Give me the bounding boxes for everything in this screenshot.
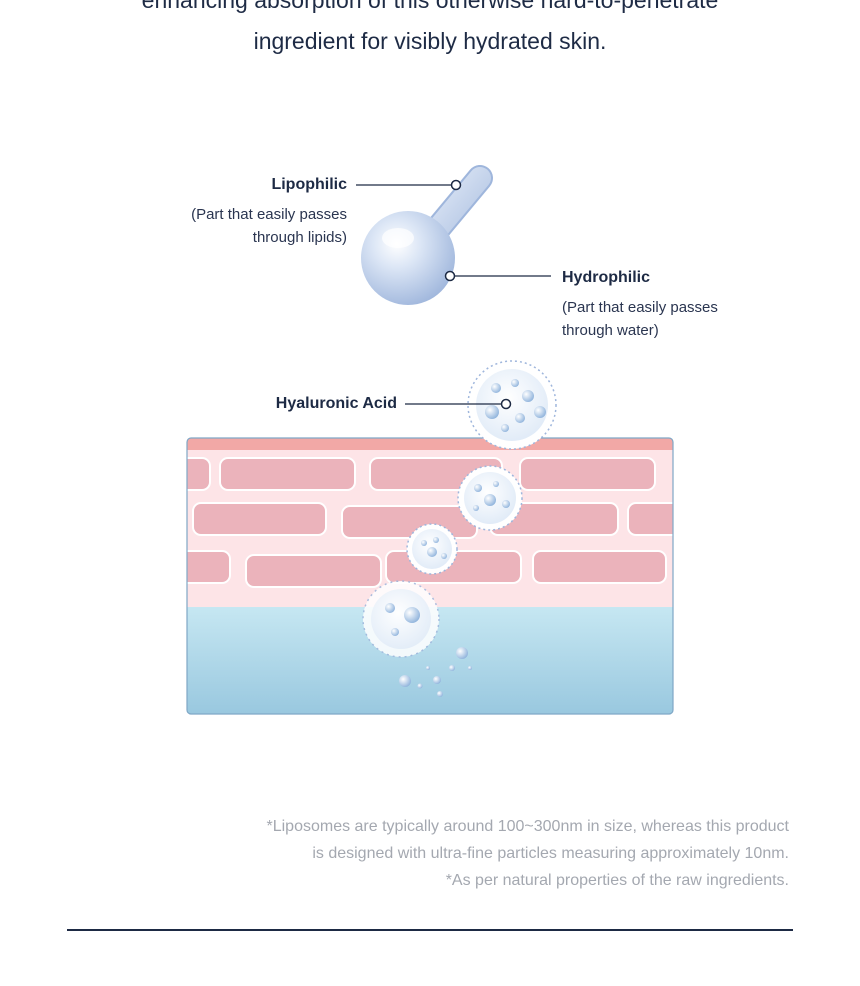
hyaluronic-acid-label: Hyaluronic Acid [275, 395, 397, 412]
skin-cross-section [187, 438, 673, 714]
lipophilic-desc-1: (Part that easily passes [191, 206, 347, 223]
footnotes: *Liposomes are typically around 100~300n… [266, 813, 789, 894]
liposome-bursting [362, 580, 440, 658]
liposome-medium [457, 465, 523, 531]
released-hyaluronic-drops [399, 647, 472, 697]
skin-border [186, 437, 674, 715]
hydrophilic-label: Hydrophilic [562, 269, 651, 286]
hydrophilic-pointer [444, 270, 551, 282]
hydrophilic-desc-1: (Part that easily passes [562, 299, 718, 316]
footnote-line-2: is designed with ultra-fine particles me… [312, 845, 789, 862]
intro-line-2: ingredient for visibly hydrated skin. [253, 28, 607, 54]
liposome-large [467, 360, 557, 450]
hyaluronic-pointer [405, 398, 512, 410]
footnote-line-3: *As per natural properties of the raw in… [445, 872, 789, 889]
diagram-graphic [186, 165, 674, 715]
intro-line-1: enhancing absorption of this otherwise h… [141, 0, 719, 13]
hydrophilic-desc-2: through water) [562, 322, 659, 339]
footnote-line-1: *Liposomes are typically around 100~300n… [266, 818, 789, 835]
amphiphilic-molecule [361, 165, 493, 305]
divider-line [67, 929, 793, 931]
liposome-diagram: Lipophilic (Part that easily passes thro… [186, 165, 718, 715]
liposome-small [406, 523, 458, 575]
lipophilic-label: Lipophilic [271, 176, 347, 193]
lipophilic-desc-2: through lipids) [252, 229, 347, 246]
lipophilic-pointer [356, 179, 462, 191]
